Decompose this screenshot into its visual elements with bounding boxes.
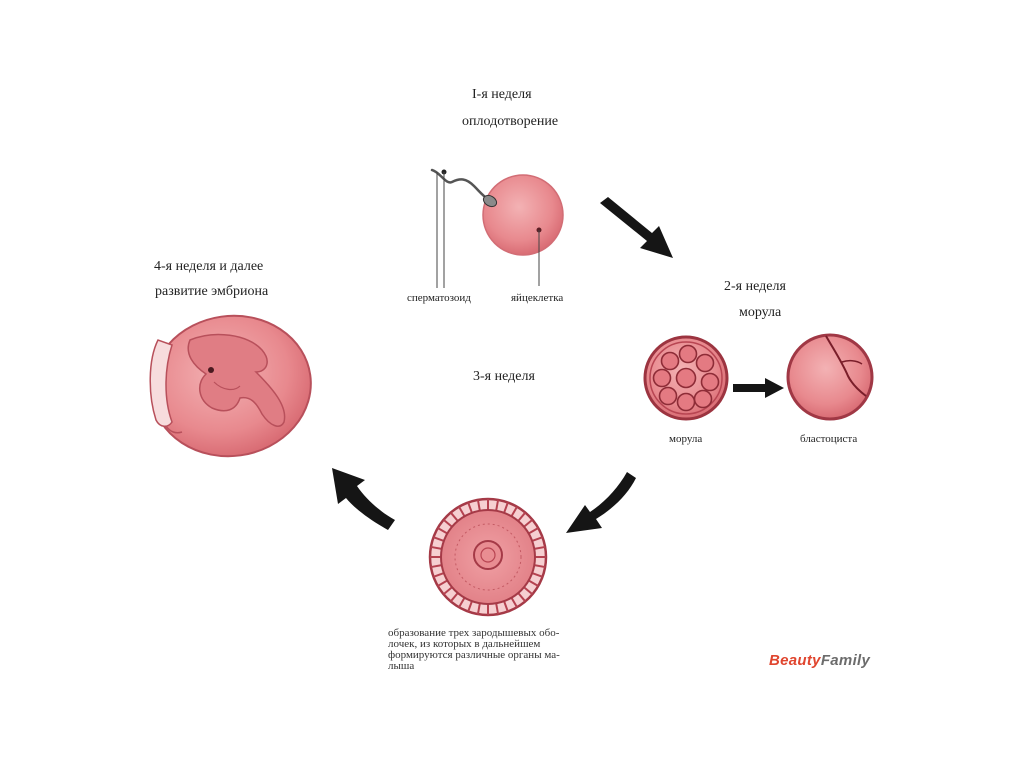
blastocyst-body	[786, 333, 874, 421]
germ-ring-segment	[467, 502, 473, 514]
germ-ring-segment	[442, 586, 453, 596]
week1-title: I-я неделя	[472, 87, 532, 102]
germ-ring-segment	[528, 579, 539, 587]
morula-label: морула	[669, 433, 703, 445]
germ-ring-segment	[534, 545, 546, 550]
week3-description: образование трех зародышевых обо- лочек,…	[388, 628, 588, 672]
brand-logo-part2: Family	[820, 652, 871, 669]
sperm-head	[482, 194, 498, 208]
germ-ring-segment	[531, 536, 543, 542]
embryo-body	[187, 333, 286, 427]
fertilization-illustration	[430, 168, 564, 288]
week4-subtitle: развитие эмбриона	[155, 284, 269, 299]
week2-title: 2-я неделя	[724, 279, 786, 294]
germ-ring-segments	[430, 499, 546, 615]
germ-ring-segment	[503, 600, 509, 612]
germ-ring-segment	[467, 600, 473, 612]
week2-subtitle: морула	[739, 305, 782, 320]
arrow-week2-to-week3	[566, 472, 636, 533]
egg-cell	[482, 174, 564, 256]
week3-description-line: образование трех зародышевых обо-	[388, 627, 560, 639]
germ-ring-segment	[510, 597, 518, 608]
germ-ring-segment	[503, 502, 509, 514]
week4-title: 4-я неделя и далее	[154, 259, 264, 274]
germ-layers-illustration	[428, 497, 548, 617]
week1-subtitle: оплодотворение	[462, 114, 559, 129]
germ-ring-segment	[437, 527, 448, 535]
sperm-label: сперматозоид	[407, 292, 471, 304]
germ-ring-segment	[476, 499, 481, 511]
germ-ring-segment	[458, 597, 466, 608]
germ-ring-segment	[517, 511, 527, 522]
blastocyst-illustration	[786, 333, 874, 421]
week3-description-line: лочек, из которых в дальнейшем	[388, 638, 541, 650]
blastocyst-label: бластоциста	[800, 433, 858, 445]
germ-ring-segment	[534, 564, 546, 569]
sperm-tail	[430, 168, 490, 201]
week3-description-line: лыша	[388, 660, 415, 672]
germ-ring-segment	[433, 536, 445, 542]
morula-cells	[652, 344, 720, 412]
germ-ring-segment	[523, 586, 534, 596]
brand-logo-part1: Beauty	[769, 652, 821, 669]
germ-ring-segment	[523, 518, 534, 528]
germ-ring-segment	[495, 603, 500, 615]
morula-illustration	[643, 335, 729, 421]
week3-description-line: формируются различные органы ма-	[388, 649, 560, 661]
embryo-illustration	[149, 314, 312, 458]
blastocyst-inner-mass	[825, 335, 867, 397]
germ-ring-segment	[449, 592, 459, 603]
germ-ring-segment	[437, 579, 448, 587]
brand-logo: BeautyFamily	[769, 652, 870, 669]
germ-inner-mass	[473, 540, 503, 570]
germ-ring-segment	[442, 518, 453, 528]
germ-ring-segment	[528, 527, 539, 535]
egg-label: яйцеклетка	[511, 292, 564, 304]
germ-ring-segment	[449, 511, 459, 522]
germ-ring-segment	[495, 499, 500, 511]
arrow-morula-to-blastocyst	[733, 378, 784, 398]
germ-ring-segment	[430, 564, 442, 569]
week3-title: 3-я неделя	[473, 369, 535, 384]
germ-ring-segment	[433, 572, 445, 578]
germ-ring-segment	[517, 592, 527, 603]
arrow-week1-to-week2	[600, 197, 673, 258]
arrow-week3-to-week4	[332, 468, 395, 530]
embryo-eye	[208, 367, 214, 373]
germ-ring-segment	[476, 603, 481, 615]
germ-ring-segment	[531, 572, 543, 578]
germ-ring-segment	[430, 545, 442, 550]
germ-ring-segment	[510, 506, 518, 517]
germ-ring-segment	[458, 506, 466, 517]
